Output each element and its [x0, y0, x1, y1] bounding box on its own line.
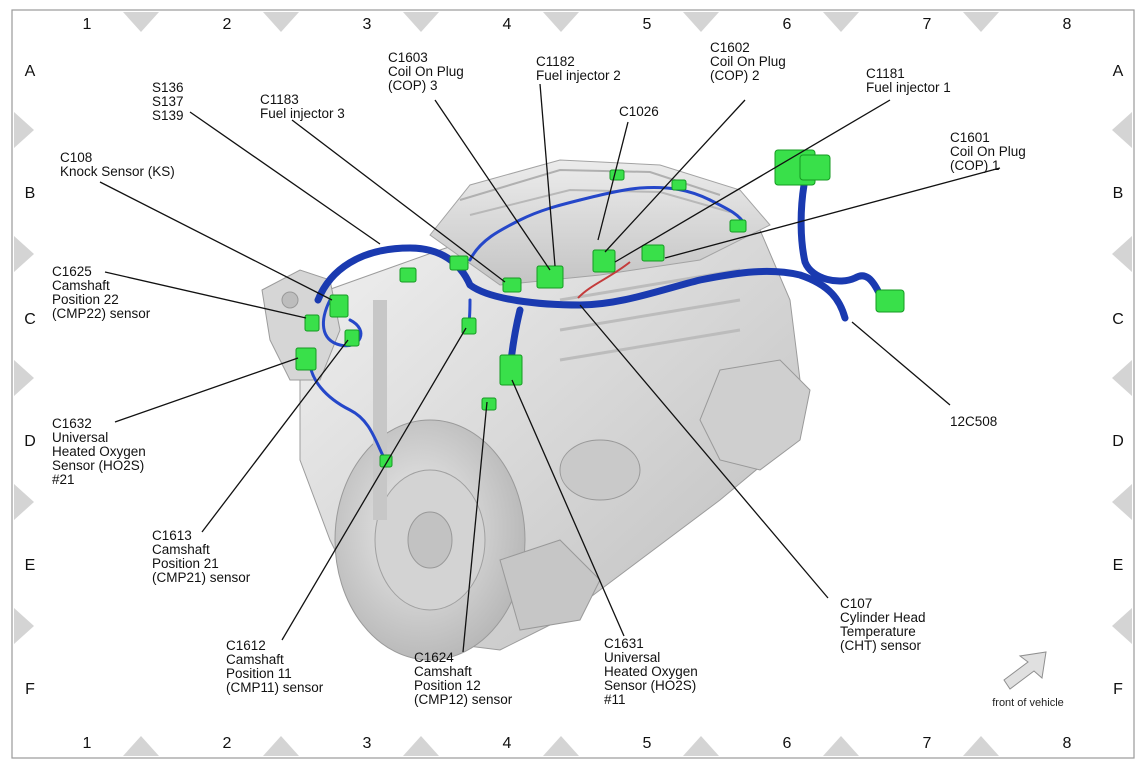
- connector-c1602: [592, 249, 616, 273]
- col-label-bottom-3: 3: [363, 735, 372, 752]
- connector-12c508: [875, 289, 905, 313]
- connector-c1603: [536, 265, 564, 289]
- row-label-left-F: F: [25, 681, 35, 698]
- callout-c1631: C1631 Universal Heated Oxygen Sensor (HO…: [604, 636, 702, 707]
- callout-c108: C108 Knock Sensor (KS): [60, 150, 175, 179]
- col-label-bottom-1: 1: [83, 735, 92, 752]
- leader-lines: [99, 83, 1001, 653]
- callout-s136: S136 S137 S139: [152, 80, 187, 123]
- row-label-right-F: F: [1113, 681, 1123, 698]
- callout-c1632: C1632 Universal Heated Oxygen Sensor (HO…: [52, 416, 150, 487]
- col-label-bottom-8: 8: [1063, 735, 1072, 752]
- col-label-bottom-6: 6: [783, 735, 792, 752]
- col-label-bottom-5: 5: [643, 735, 652, 752]
- col-label-top-1: 1: [83, 16, 92, 33]
- callout-c107: C107 Cylinder Head Temperature (CHT) sen…: [840, 596, 929, 653]
- callout-c1181: C1181 Fuel injector 1: [866, 66, 951, 95]
- connector-c1632: [295, 347, 317, 371]
- callout-12c508: 12C508: [950, 414, 997, 429]
- col-label-top-3: 3: [363, 16, 372, 33]
- grid-markers: [14, 12, 1132, 756]
- connector-c1625: [304, 314, 320, 332]
- row-label-right-D: D: [1112, 433, 1124, 450]
- row-label-right-A: A: [1113, 63, 1124, 80]
- row-label-right-B: B: [1113, 185, 1124, 202]
- row-label-right-C: C: [1112, 311, 1124, 328]
- col-label-top-5: 5: [643, 16, 652, 33]
- col-label-bottom-7: 7: [923, 735, 932, 752]
- col-label-top-4: 4: [503, 16, 512, 33]
- callout-c1601: C1601 Coil On Plug (COP) 1: [950, 130, 1030, 173]
- row-label-left-A: A: [25, 63, 36, 80]
- callout-c1182: C1182 Fuel injector 2: [536, 54, 621, 83]
- callout-c1603: C1603 Coil On Plug (COP) 3: [388, 50, 468, 93]
- engine-illustration: [261, 159, 811, 661]
- row-label-left-B: B: [25, 185, 36, 202]
- front-of-vehicle-label: front of vehicle: [992, 697, 1064, 709]
- col-label-top-7: 7: [923, 16, 932, 33]
- row-label-left-D: D: [24, 433, 36, 450]
- callout-c1183: C1183 Fuel injector 3: [260, 92, 345, 121]
- callout-c1613: C1613 Camshaft Position 21 (CMP21) senso…: [152, 528, 251, 585]
- callout-c1625: C1625 Camshaft Position 22 (CMP22) senso…: [52, 264, 151, 321]
- callout-c1612: C1612 Camshaft Position 11 (CMP11) senso…: [226, 638, 324, 695]
- connector-c1631: [499, 354, 523, 386]
- col-label-top-6: 6: [783, 16, 792, 33]
- col-label-top-2: 2: [223, 16, 232, 33]
- front-of-vehicle-arrow-icon: [1003, 651, 1047, 690]
- col-label-bottom-4: 4: [503, 735, 512, 752]
- callout-c1026: C1026: [619, 104, 659, 119]
- connector-c108: [329, 294, 349, 318]
- connector-c1624: [481, 397, 497, 411]
- callout-c1602: C1602 Coil On Plug (COP) 2: [710, 40, 790, 83]
- row-label-left-E: E: [25, 557, 36, 574]
- col-label-bottom-2: 2: [223, 735, 232, 752]
- connector-c1613: [344, 329, 360, 347]
- row-label-right-E: E: [1113, 557, 1124, 574]
- callout-c1624: C1624 Camshaft Position 12 (CMP12) senso…: [414, 650, 513, 707]
- row-label-left-C: C: [24, 311, 36, 328]
- col-label-top-8: 8: [1063, 16, 1072, 33]
